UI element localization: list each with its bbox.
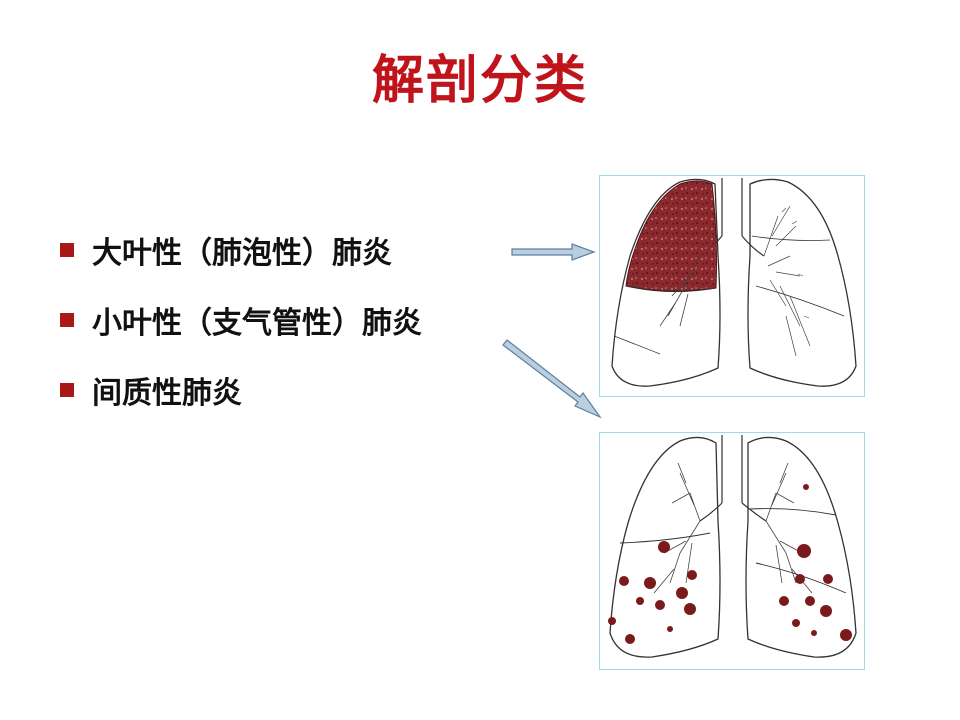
lobar-pneumonia-figure (599, 175, 865, 397)
bullet-text: 大叶性（肺泡性）肺炎 (92, 236, 392, 271)
arrow-down-right-icon (502, 339, 602, 419)
square-bullet-icon (60, 383, 74, 397)
square-bullet-icon (60, 243, 74, 257)
lobar-pneumonia-lungs-icon (611, 178, 857, 387)
bullet-text: 间质性肺炎 (92, 376, 242, 411)
square-bullet-icon (60, 313, 74, 327)
lobular-pneumonia-figure (599, 432, 865, 670)
lobular-pneumonia-lungs-icon (608, 435, 857, 658)
slide-title: 解剖分类 (371, 51, 588, 111)
bullet-list: 大叶性（肺泡性）肺炎 小叶性（支气管性）肺炎 间质性肺炎 (60, 226, 422, 436)
arrow-right-icon (511, 243, 596, 261)
bullet-item-lobar: 大叶性（肺泡性）肺炎 (60, 226, 422, 274)
bullet-item-interstitial: 间质性肺炎 (60, 366, 422, 414)
bullet-text: 小叶性（支气管性）肺炎 (92, 306, 422, 341)
bullet-item-lobular: 小叶性（支气管性）肺炎 (60, 296, 422, 344)
lesion-spots (608, 484, 852, 644)
